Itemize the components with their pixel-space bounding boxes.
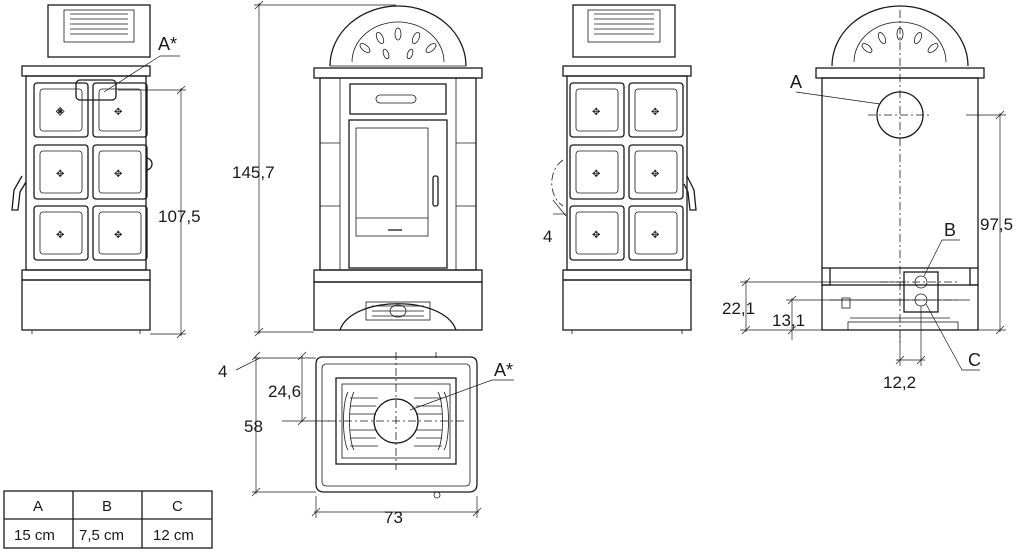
svg-text:✥: ✥	[56, 169, 64, 180]
svg-text:✥: ✥	[592, 169, 600, 180]
legend-header-a: A	[33, 498, 43, 515]
svg-text:✥: ✥	[114, 107, 122, 118]
dim-side-small: 4	[543, 227, 552, 246]
dim-top-offset: 4	[218, 362, 227, 381]
dimension-73: 73	[311, 496, 482, 527]
callout-rear-b: B	[923, 220, 960, 277]
callout-a-rear: A	[790, 72, 802, 92]
callout-c-rear: C	[968, 350, 981, 370]
dimension-4-top: 4	[218, 357, 316, 381]
dim-top-outlet: 24,6	[268, 382, 301, 401]
dimension-12-2: 12,2	[883, 306, 926, 392]
dimension-58: 58	[244, 351, 316, 497]
dim-rear-offset: 12,2	[883, 373, 916, 392]
svg-text:✥: ✥	[114, 169, 122, 180]
side-view-left: ✥ ✥ ✥ ✥ ✥ ✥	[11, 4, 153, 334]
svg-text:✥: ✥	[56, 107, 64, 118]
dim-rear-c: 13,1	[772, 311, 805, 330]
legend-value-a: 15 cm	[14, 527, 55, 544]
callout-b-rear: B	[944, 220, 956, 240]
dimension-24-6: 24,6	[268, 351, 330, 426]
dim-rear-b: 22,1	[722, 299, 755, 318]
svg-text:✥: ✥	[592, 230, 600, 241]
svg-text:✥: ✥	[592, 107, 600, 118]
dimension-145-7: 145,7	[232, 0, 396, 337]
rear-view	[815, 5, 985, 345]
side-view-right: ✥ ✥ ✥ ✥ ✥ ✥	[551, 4, 697, 334]
svg-text:✥: ✥	[114, 230, 122, 241]
dimension-13-1: 13,1	[772, 295, 906, 340]
dim-side-height: 107,5	[158, 207, 201, 226]
callout-rear-a: A	[790, 72, 881, 105]
svg-text:✥: ✥	[651, 169, 659, 180]
dimension-22-1: 22,1	[722, 277, 906, 335]
legend-table: A B C 15 cm 7,5 cm 12 cm	[3, 490, 213, 549]
callout-rear-c: C	[925, 303, 981, 371]
dimension-107-5: 107,5	[118, 85, 201, 339]
dimension-97-5: 97,5	[966, 110, 1013, 335]
svg-text:✥: ✥	[651, 107, 659, 118]
svg-text:✥: ✥	[651, 230, 659, 241]
legend-value-b: 7,5 cm	[79, 527, 124, 544]
dim-depth: 58	[244, 417, 263, 436]
top-view	[315, 352, 478, 499]
legend-header-c: C	[172, 498, 183, 515]
legend-header-b: B	[102, 498, 112, 515]
dim-total-height: 145,7	[232, 163, 275, 182]
callout-outlet-top-left: A*	[103, 34, 180, 93]
callout-outlet-top-plan: A*	[409, 360, 514, 411]
svg-text:✥: ✥	[56, 230, 64, 241]
dim-rear-height: 97,5	[980, 215, 1013, 234]
dimension-4-side: 4	[543, 199, 567, 246]
callout-a-star-left: A*	[158, 34, 177, 54]
callout-a-star-plan: A*	[494, 360, 513, 380]
front-view	[313, 5, 483, 331]
legend-value-c: 12 cm	[153, 527, 194, 544]
dim-width: 73	[384, 508, 403, 527]
